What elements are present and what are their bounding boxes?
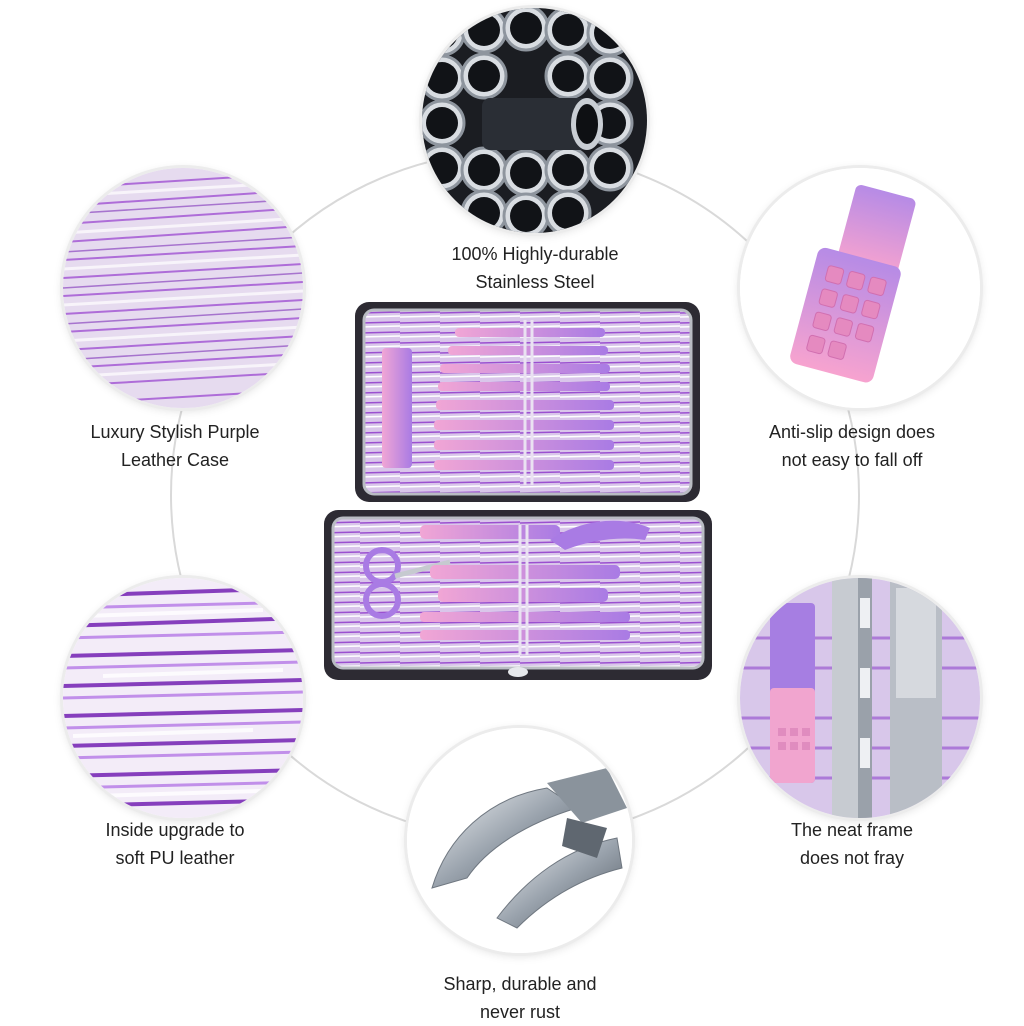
leather-case-badge: [63, 168, 303, 408]
stainless-steel-badge: [422, 8, 647, 233]
sharp-blade-badge: [407, 728, 632, 953]
manicure-case-image: [320, 300, 715, 685]
neat-frame-badge: [740, 578, 980, 818]
pu-lining-badge: [63, 578, 303, 818]
anti-slip-badge: [740, 168, 980, 408]
